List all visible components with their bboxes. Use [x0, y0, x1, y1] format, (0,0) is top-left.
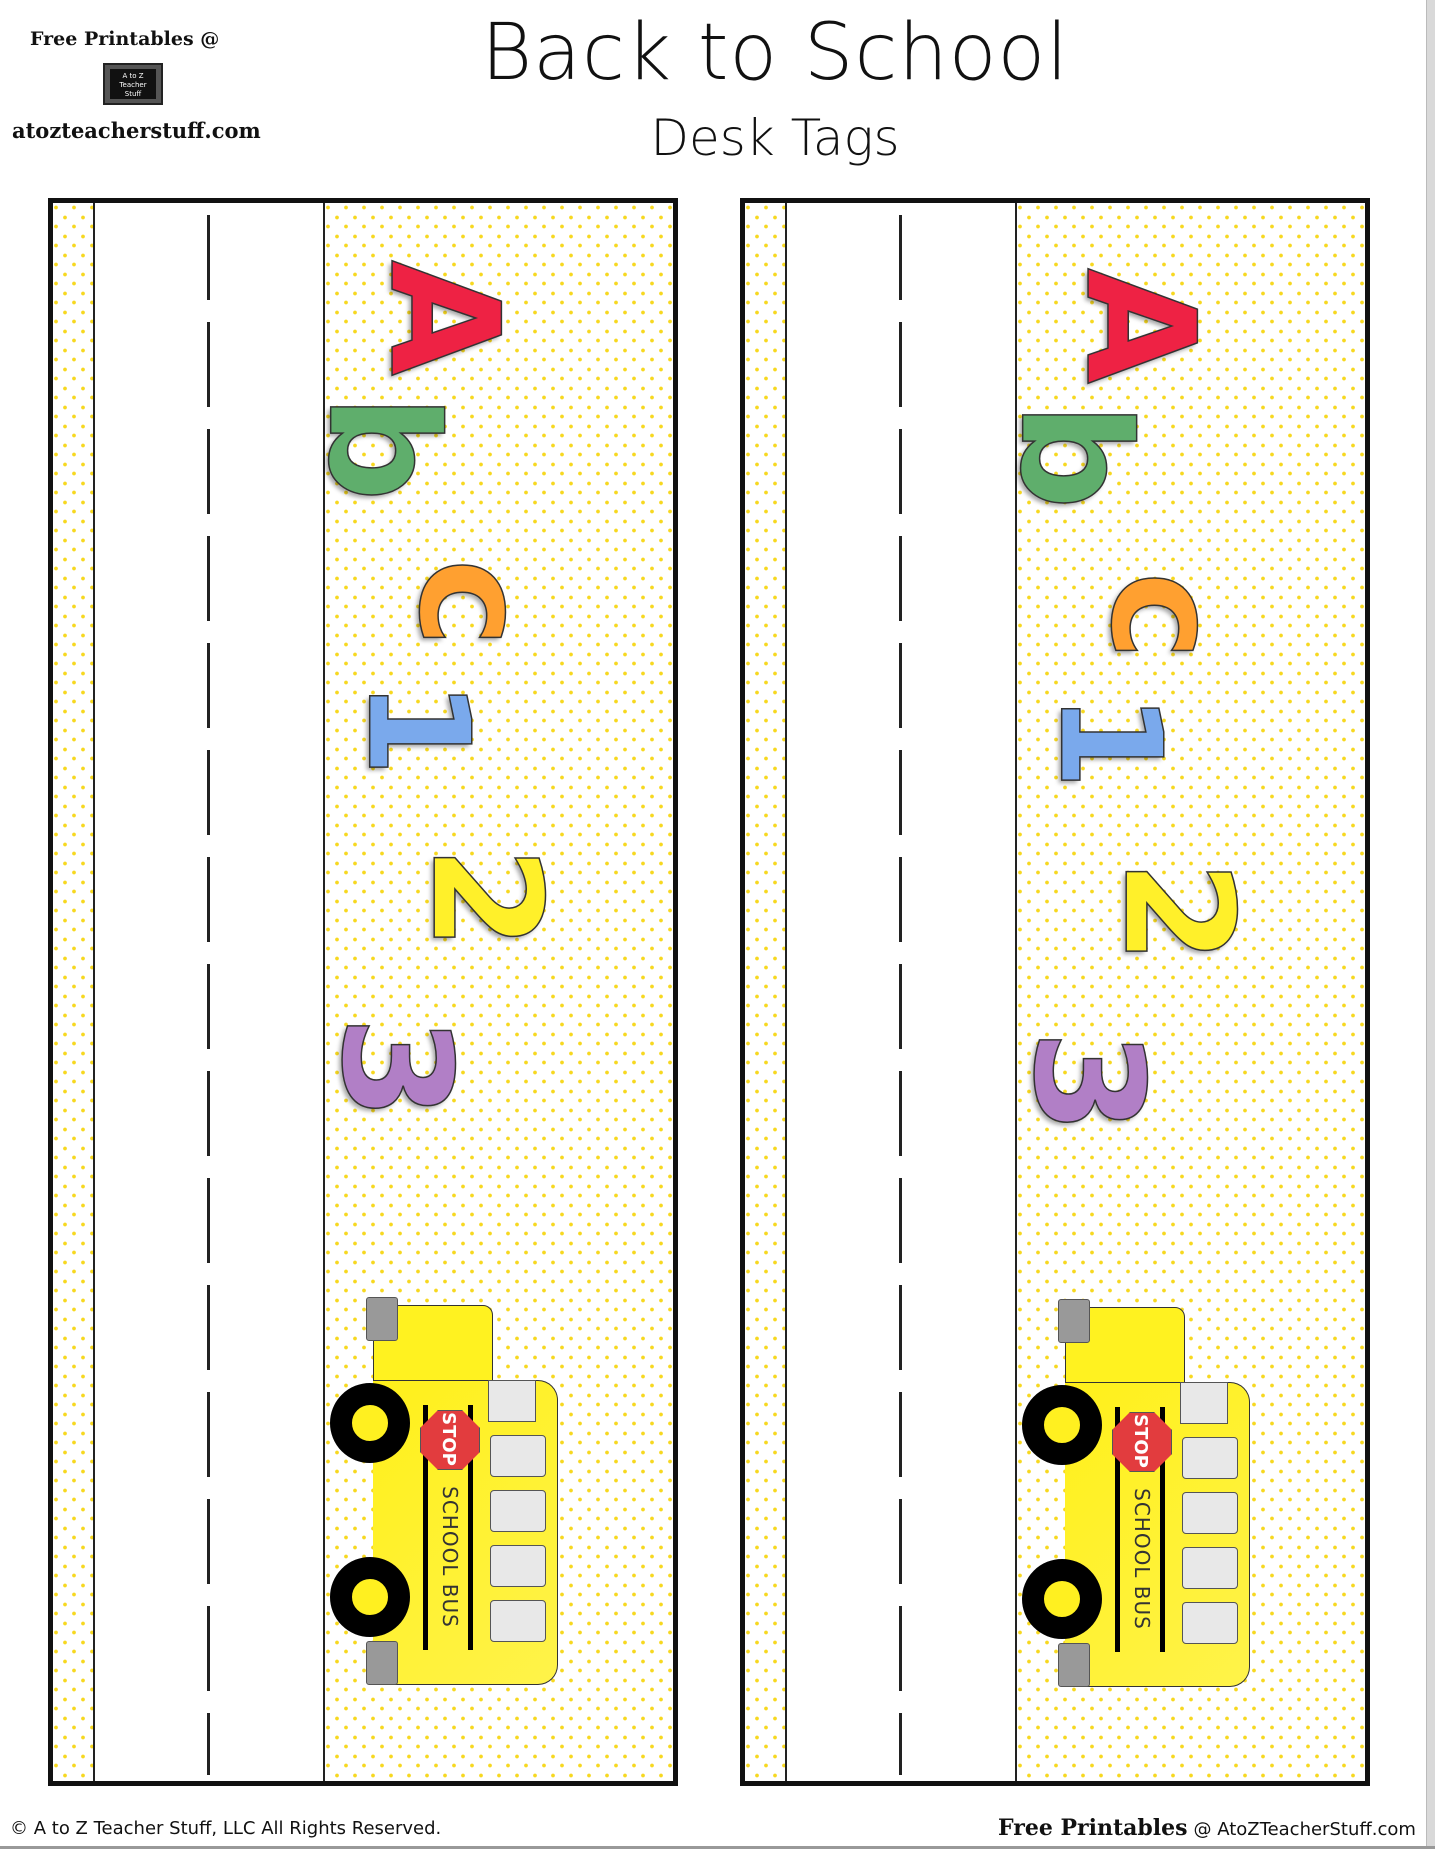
letter-a-icon: A: [1051, 267, 1227, 385]
name-writing-area: [787, 203, 1015, 1781]
school-bus-icon: STOP SCHOOL BUS: [318, 1295, 558, 1685]
page-edge-bottom: [0, 1846, 1435, 1849]
stop-sign-text: STOP: [1130, 1414, 1152, 1468]
copyright-notice: © A to Z Teacher Stuff, LLC All Rights R…: [10, 1818, 442, 1839]
number-3-icon: 3: [999, 1029, 1175, 1135]
name-writing-area: [95, 203, 323, 1781]
footer-site: @ AtoZTeacherStuff.com: [1193, 1819, 1416, 1840]
dotted-margin-strip: [53, 203, 95, 1781]
logo-line: Teacher: [119, 81, 147, 89]
letter-b-icon: b: [294, 394, 470, 503]
bus-wheel-icon: [1022, 1385, 1102, 1465]
page-edge-right: [1426, 0, 1435, 1849]
bus-wheel-icon: [1022, 1559, 1102, 1639]
letter-c-icon: c: [1077, 571, 1253, 661]
brand-free-printables: Free Printables @: [30, 28, 220, 50]
number-2-icon: 2: [1089, 859, 1265, 965]
footer-free-printables: Free Printables: [998, 1815, 1188, 1841]
letter-b-icon: b: [986, 402, 1162, 511]
logo-line: A to Z: [122, 72, 144, 80]
stop-sign-icon: [1112, 1412, 1172, 1472]
brand-url: atozteacherstuff.com: [12, 118, 261, 143]
letter-a-icon: A: [355, 259, 531, 377]
bus-label: SCHOOL BUS: [1130, 1488, 1154, 1630]
school-bus-icon: STOP SCHOOL BUS: [1010, 1297, 1250, 1687]
bus-wheel-icon: [330, 1383, 410, 1463]
desk-tag-left: A b c 1 2 3 STOP SCHOOL BUS: [48, 198, 678, 1786]
dashed-midline: [899, 215, 902, 1775]
logo-line: Stuff: [124, 90, 142, 98]
stop-sign-icon: [420, 1410, 480, 1470]
dotted-margin-strip: [745, 203, 787, 1781]
bus-wheel-icon: [330, 1557, 410, 1637]
number-3-icon: 3: [307, 1015, 483, 1121]
number-1-icon: 1: [1027, 692, 1192, 791]
atoz-logo-icon: A to Z Teacher Stuff: [103, 63, 163, 105]
desk-tag-right: A b c 1 2 3 STOP SCHOOL BUS: [740, 198, 1370, 1786]
page-title: Back to School: [481, 8, 1069, 98]
stop-sign-text: STOP: [438, 1412, 460, 1466]
number-2-icon: 2: [397, 845, 573, 951]
number-1-icon: 1: [335, 679, 500, 778]
bus-label: SCHOOL BUS: [438, 1486, 462, 1628]
brand-block: Free Printables @ A to Z Teacher Stuff a…: [0, 0, 280, 160]
footer-credit: Free Printables@ AtoZTeacherStuff.com: [998, 1815, 1416, 1841]
dashed-midline: [207, 215, 210, 1775]
letter-c-icon: c: [385, 558, 561, 648]
page-subtitle: Desk Tags: [650, 109, 900, 167]
